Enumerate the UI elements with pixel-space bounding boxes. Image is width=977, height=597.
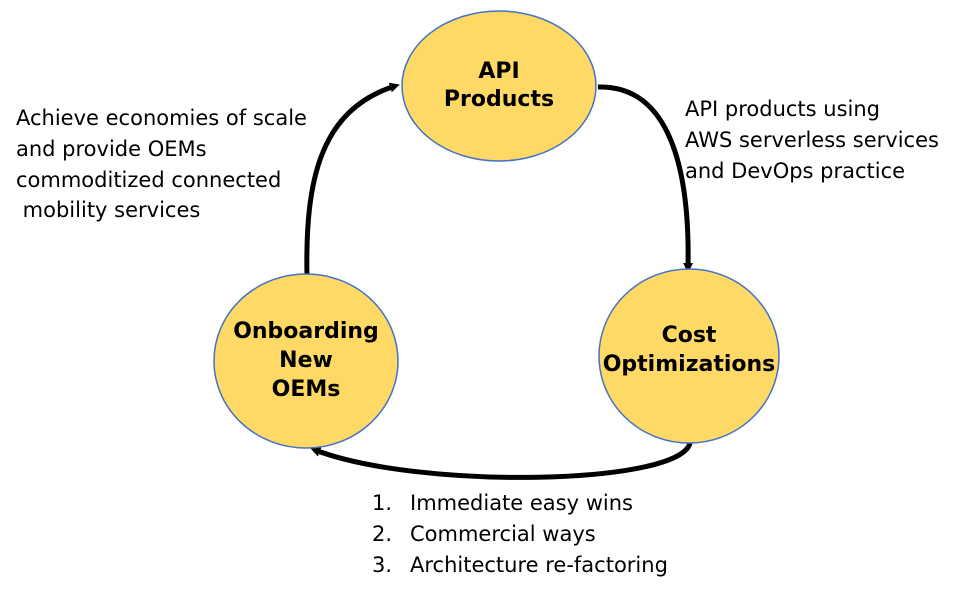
node-onboarding-label-line1: Onboarding — [233, 319, 379, 344]
note-right-line2: AWS serverless services — [685, 128, 939, 152]
node-onboarding-label-line2: New — [279, 348, 333, 373]
list-item-number: 1. — [372, 491, 392, 515]
node-api-products: API Products — [401, 10, 597, 162]
arrow-cost-to-onboarding — [310, 441, 693, 480]
node-cost-optimizations-label-line2: Optimizations — [603, 352, 776, 377]
list-item-text: Architecture re-factoring — [410, 553, 668, 577]
node-cost-optimizations: Cost Optimizations — [598, 268, 780, 444]
list-item: 2. Commercial ways — [372, 522, 596, 546]
list-item-text: Commercial ways — [410, 522, 596, 546]
note-bottom-list: 1. Immediate easy wins 2. Commercial way… — [372, 491, 668, 577]
arrow-onboarding-to-api — [304, 82, 400, 278]
node-api-products-shape — [401, 10, 597, 162]
note-left-line3: commoditized connected — [16, 168, 281, 192]
list-item: 3. Architecture re-factoring — [372, 553, 668, 577]
node-cost-optimizations-label-line1: Cost — [662, 323, 717, 348]
note-right-line1: API products using — [685, 97, 880, 121]
list-item-number: 3. — [372, 553, 392, 577]
node-cost-optimizations-shape — [598, 268, 780, 444]
list-item-text: Immediate easy wins — [410, 491, 633, 515]
note-left-line2: and provide OEMs — [16, 137, 207, 161]
node-onboarding-shape — [213, 273, 399, 449]
note-left-line4: mobility services — [16, 198, 200, 222]
note-left: Achieve economies of scale and provide O… — [16, 106, 307, 222]
node-api-products-label-line1: API — [478, 59, 519, 84]
list-item: 1. Immediate easy wins — [372, 491, 633, 515]
node-api-products-label-line2: Products — [444, 87, 554, 112]
note-left-line1: Achieve economies of scale — [16, 106, 307, 130]
note-right: API products using AWS serverless servic… — [685, 97, 939, 183]
note-right-line3: and DevOps practice — [685, 159, 905, 183]
node-onboarding-label-line3: OEMs — [272, 377, 341, 402]
arrow-api-to-cost — [597, 84, 694, 273]
list-item-number: 2. — [372, 522, 392, 546]
node-onboarding-new-oems: Onboarding New OEMs — [213, 273, 399, 449]
